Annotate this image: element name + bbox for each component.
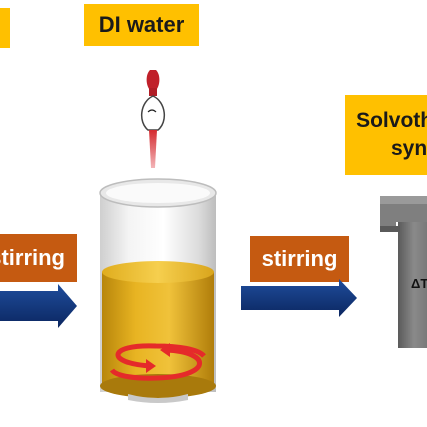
- right-arrow-icon-left: [0, 284, 77, 328]
- di-water-label: DI water: [84, 4, 199, 46]
- rotation-arrows-icon: [109, 343, 206, 381]
- partial-label-left: [0, 8, 10, 48]
- stirring-label-mid: stirring: [250, 236, 349, 282]
- dropper-icon: [141, 70, 165, 168]
- right-arrow-icon-mid: [241, 279, 357, 317]
- stirring-label-left: stirring: [0, 234, 77, 282]
- delta-t-label: ΔT: [411, 276, 427, 291]
- autoclave-icon: ΔT: [380, 196, 427, 348]
- solvothermal-line-1: Solvoth: [356, 109, 427, 132]
